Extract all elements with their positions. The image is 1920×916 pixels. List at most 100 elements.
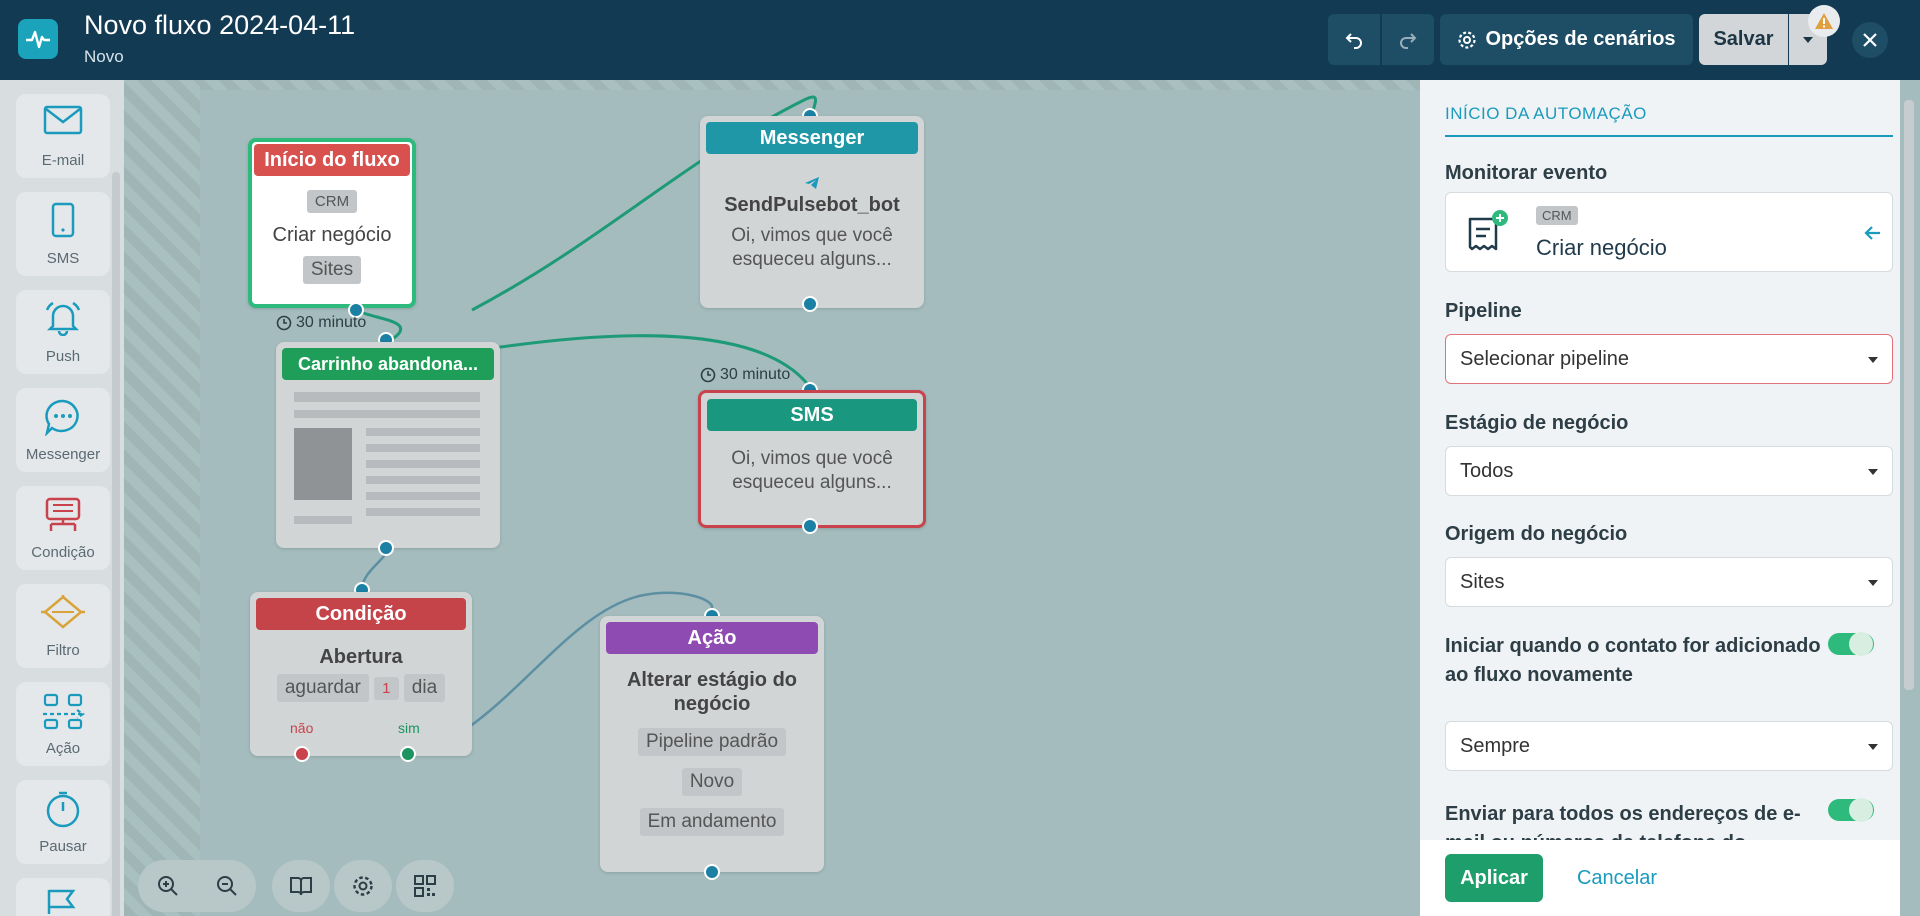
email-icon: [43, 105, 83, 135]
clock-icon: [276, 315, 292, 331]
gear-icon: [353, 876, 373, 896]
node-cart-output-port[interactable]: [378, 540, 394, 556]
zoom-out-icon[interactable]: [215, 874, 239, 898]
close-button[interactable]: [1852, 22, 1888, 58]
node-condition-no-port[interactable]: [294, 746, 310, 762]
book-icon: [290, 877, 312, 896]
restart-select[interactable]: Sempre: [1445, 721, 1893, 771]
condition-icon: [45, 497, 81, 531]
sendall-label: Enviar para todos os endereços de e-mail…: [1445, 803, 1801, 840]
canvas-settings-button[interactable]: [334, 860, 392, 912]
flow-canvas[interactable]: Início do fluxo CRM Criar negócio Sites …: [124, 80, 1420, 916]
branch-yes-label: sim: [398, 720, 420, 736]
tool-push[interactable]: Push: [16, 290, 110, 374]
panel-footer: Aplicar Cancelar: [1420, 840, 1900, 916]
restart-label: Iniciar quando o contato for adicionado …: [1445, 635, 1821, 686]
toolbar-scrollbar[interactable]: [112, 172, 120, 916]
node-action-output-port[interactable]: [704, 864, 720, 880]
canvas-margin: [124, 80, 200, 916]
apply-button[interactable]: Aplicar: [1445, 854, 1543, 902]
branch-no-label: não: [290, 720, 314, 736]
node-condition[interactable]: Condição Abertura aguardar 1 dia não sim: [250, 592, 472, 756]
flow-title[interactable]: Novo fluxo 2024-04-11: [84, 10, 356, 40]
header-bar: Novo fluxo 2024-04-11 Novo Opções de cen…: [0, 0, 1920, 80]
panel-scrollbar[interactable]: [1904, 100, 1914, 690]
restart-toggle[interactable]: [1828, 632, 1874, 656]
node-start-title: Início do fluxo: [254, 144, 410, 176]
node-messenger[interactable]: Messenger SendPulsebot_bot Oi, vimos que…: [700, 116, 924, 308]
settings-panel: INÍCIO DA AUTOMAÇÃO Monitorar evento CRM…: [1420, 80, 1900, 840]
tool-label: E-mail: [41, 152, 85, 169]
stage-label: Estágio de negócio: [1445, 412, 1629, 434]
cancel-button[interactable]: Cancelar: [1576, 866, 1658, 889]
node-start-tag: CRM: [306, 190, 358, 213]
node-condition-text: Abertura: [319, 646, 403, 668]
tool-goal[interactable]: [16, 878, 110, 916]
tool-pause[interactable]: Pausar: [16, 780, 110, 864]
node-action[interactable]: Ação Alterar estágio do negócio Pipeline…: [600, 616, 824, 872]
node-action-stage: Novo: [681, 768, 743, 796]
node-condition-yes-port[interactable]: [400, 746, 416, 762]
gear-icon: [1458, 30, 1477, 49]
node-start-output-port[interactable]: [348, 302, 364, 318]
chevron-down-icon: [1868, 357, 1878, 363]
scenario-options-button[interactable]: Opções de cenários: [1440, 14, 1693, 65]
phone-icon: [51, 202, 75, 238]
save-button[interactable]: Salvar: [1699, 14, 1788, 65]
stage-select[interactable]: Todos: [1445, 446, 1893, 496]
wait-label: aguardar: [276, 674, 369, 702]
pipeline-label: Pipeline: [1445, 300, 1522, 322]
tool-filter[interactable]: Filtro: [16, 584, 110, 668]
panel-title-underline: [1445, 135, 1893, 137]
node-abandoned-cart[interactable]: Carrinho abandona...: [276, 342, 500, 548]
event-tag: CRM: [1536, 206, 1578, 225]
close-icon: [1863, 33, 1877, 47]
tool-email[interactable]: E-mail: [16, 94, 110, 178]
undo-button[interactable]: [1328, 14, 1380, 65]
chevron-down-icon: [1803, 36, 1813, 43]
origin-label: Origem do negócio: [1445, 523, 1628, 545]
qr-code-icon: [414, 875, 436, 897]
event-card[interactable]: CRM Criar negócio: [1445, 192, 1893, 272]
element-toolbar: E-mail SMS Push Messenger Condição Filtr…: [0, 80, 124, 916]
tool-action[interactable]: Ação: [16, 682, 110, 766]
chat-icon: [45, 399, 79, 436]
zoom-in-icon[interactable]: [156, 874, 180, 898]
event-label: Monitorar evento: [1445, 162, 1608, 184]
canvas-margin-top: [200, 80, 1420, 90]
wait-unit: dia: [403, 674, 446, 702]
sendall-toggle[interactable]: [1828, 798, 1874, 822]
node-action-status: Em andamento: [639, 808, 785, 836]
clock-icon: [700, 367, 716, 383]
filter-icon: [41, 595, 85, 629]
tool-label: SMS: [46, 250, 80, 267]
node-messenger-output-port[interactable]: [802, 296, 818, 312]
node-cart-title: Carrinho abandona...: [282, 348, 494, 380]
zoom-controls: [138, 860, 256, 912]
tool-condition[interactable]: Condição: [16, 486, 110, 570]
node-start-sub: Sites: [302, 256, 362, 284]
undo-icon: [1345, 32, 1362, 49]
docs-button[interactable]: [272, 860, 330, 912]
chevron-down-icon: [1868, 469, 1878, 475]
arrow-left-icon[interactable]: [1864, 225, 1882, 241]
qr-code-button[interactable]: [396, 860, 454, 912]
pipeline-select[interactable]: Selecionar pipeline: [1445, 334, 1893, 384]
node-start[interactable]: Início do fluxo CRM Criar negócio Sites: [248, 138, 416, 308]
node-action-pipeline: Pipeline padrão: [637, 728, 787, 756]
app-logo-icon[interactable]: [18, 19, 58, 59]
delay-label: 30 minuto: [700, 366, 790, 384]
tool-sms[interactable]: SMS: [16, 192, 110, 276]
scenario-options-label: Opções de cenários: [1485, 28, 1676, 50]
origin-select[interactable]: Sites: [1445, 557, 1893, 607]
tool-label: Push: [45, 348, 81, 365]
tool-messenger[interactable]: Messenger: [16, 388, 110, 472]
node-action-title: Ação: [606, 622, 818, 654]
node-sms-output-port[interactable]: [802, 518, 818, 534]
redo-button[interactable]: [1382, 14, 1434, 65]
redo-icon: [1400, 32, 1417, 49]
tool-label: Condição: [31, 544, 95, 561]
warning-icon[interactable]: [1808, 5, 1840, 37]
node-sms[interactable]: SMS Oi, vimos que você esqueceu alguns..…: [698, 390, 926, 528]
panel-title: INÍCIO DA AUTOMAÇÃO: [1445, 104, 1647, 123]
